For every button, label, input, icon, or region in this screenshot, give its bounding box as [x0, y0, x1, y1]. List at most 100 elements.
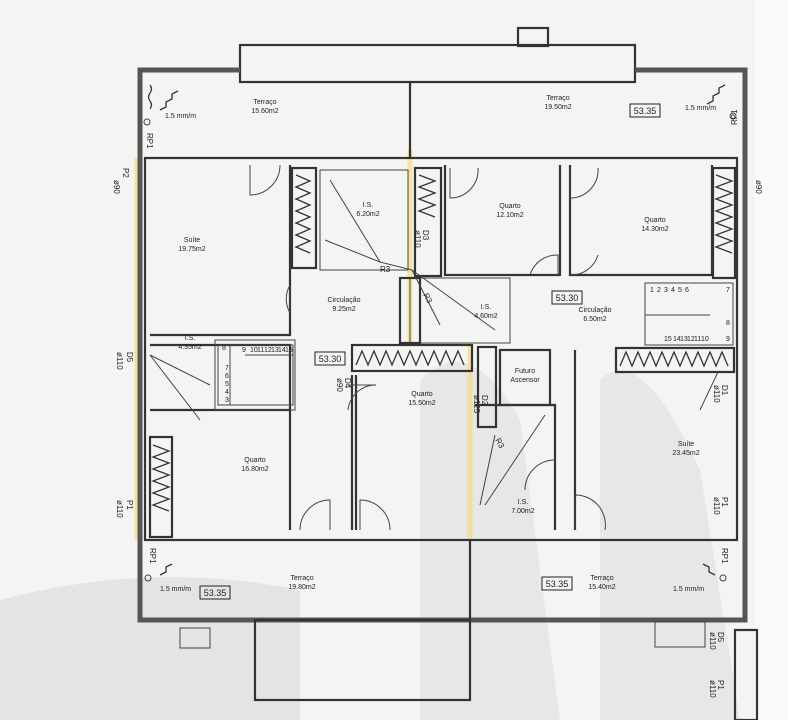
building-envelope — [143, 156, 739, 542]
svg-text:P1: P1 — [716, 680, 725, 690]
svg-text:1.5 mm/m: 1.5 mm/m — [685, 105, 716, 112]
svg-text:14: 14 — [673, 336, 681, 343]
svg-text:12: 12 — [687, 336, 695, 343]
pipe-labels: P2 ø90 RP1 RP1 RP1 RP1 D5 ø110 P1 ø110 D… — [112, 109, 763, 698]
level-tag: 53.30 — [556, 293, 579, 303]
room-area: 14.30m2 — [641, 226, 668, 233]
svg-text:ø110: ø110 — [115, 352, 124, 370]
room-name: I.S. — [185, 335, 196, 342]
room-name: Suíte — [184, 237, 200, 244]
room-area: 19.75m2 — [178, 246, 205, 253]
svg-text:3: 3 — [225, 397, 229, 404]
room-name: Terraço — [590, 575, 613, 582]
svg-text:15: 15 — [664, 336, 672, 343]
room-name: Quarto — [644, 217, 666, 224]
svg-text:D5: D5 — [125, 352, 134, 363]
svg-text:ø90: ø90 — [754, 180, 763, 194]
slope-notes: 1.5 mm/m 1.5 mm/m 1.5 mm/m 1.5 mm/m — [143, 84, 737, 593]
svg-text:ø125: ø125 — [472, 395, 481, 414]
room-area: 15.50m2 — [408, 400, 435, 407]
room-area: 15.60m2 — [251, 108, 278, 115]
svg-text:1: 1 — [650, 287, 654, 294]
shadow — [0, 577, 300, 720]
svg-text:RP1: RP1 — [720, 548, 729, 564]
room-name: I.S. — [518, 499, 529, 506]
stairs-left: 3 4 5 6 7 8 9 10 11 12 13 14 15 — [217, 344, 294, 406]
svg-text:8: 8 — [222, 345, 226, 352]
room-area: 16.80m2 — [241, 466, 268, 473]
level-tag: 53.35 — [546, 579, 569, 589]
svg-text:P2: P2 — [121, 168, 130, 178]
doors — [249, 164, 606, 531]
svg-text:RP1: RP1 — [730, 109, 739, 125]
svg-text:7: 7 — [726, 287, 730, 294]
svg-text:ø110: ø110 — [413, 230, 422, 248]
room-name: Circulação — [578, 307, 611, 314]
plumbing-lines — [149, 179, 719, 506]
room-area: 19.80m2 — [288, 584, 315, 591]
room-name: Quarto — [411, 391, 433, 398]
svg-text:1.5 mm/m: 1.5 mm/m — [673, 586, 704, 593]
room-name: Terraço — [546, 95, 569, 102]
svg-text:6: 6 — [685, 287, 689, 294]
svg-text:14: 14 — [278, 347, 286, 354]
svg-text:ø110: ø110 — [712, 385, 721, 403]
svg-text:12: 12 — [264, 347, 272, 354]
room-area: Ascensor — [510, 377, 540, 384]
svg-text:13: 13 — [271, 347, 279, 354]
svg-text:D1: D1 — [720, 385, 729, 396]
level-tag: 53.30 — [319, 354, 342, 364]
svg-text:2: 2 — [657, 287, 661, 294]
interior-walls — [148, 165, 737, 539]
svg-text:P1: P1 — [125, 500, 134, 510]
room-area: 9.25m2 — [332, 306, 355, 313]
svg-text:13: 13 — [680, 336, 688, 343]
svg-text:4: 4 — [671, 287, 675, 294]
roof-projection — [238, 43, 637, 84]
svg-text:ø110: ø110 — [115, 500, 124, 518]
room-name: Terraço — [253, 99, 276, 106]
svg-text:D4: D4 — [343, 378, 352, 389]
level-tags: 53.35 53.30 53.30 53.35 53.35 — [199, 103, 661, 600]
paper-edge — [755, 0, 788, 720]
svg-text:RP1: RP1 — [145, 133, 154, 149]
room-area: 19.50m2 — [544, 104, 571, 111]
svg-text:D5: D5 — [716, 632, 725, 643]
room-name: Quarto — [244, 457, 266, 464]
svg-text:8: 8 — [726, 320, 730, 327]
svg-text:ø90: ø90 — [112, 180, 121, 194]
room-area: 4.35m2 — [178, 344, 201, 351]
svg-text:5: 5 — [225, 381, 229, 388]
room-labels: Terraço 15.60m2 Terraço 19.50m2 Suíte 19… — [178, 95, 699, 591]
room-area: 6.20m2 — [356, 211, 379, 218]
svg-text:11: 11 — [257, 347, 264, 354]
room-area: 12.10m2 — [496, 212, 523, 219]
lower-projection — [253, 618, 472, 702]
svg-text:ø110: ø110 — [708, 632, 717, 650]
svg-text:ø110: ø110 — [708, 680, 717, 698]
svg-text:3: 3 — [664, 287, 668, 294]
room-name: Suíte — [678, 441, 694, 448]
svg-text:ø110: ø110 — [712, 497, 721, 515]
svg-text:6: 6 — [225, 373, 229, 380]
room-area: 6.50m2 — [583, 316, 606, 323]
svg-text:7: 7 — [225, 365, 229, 372]
svg-text:9: 9 — [726, 336, 730, 343]
room-name: I.S. — [363, 202, 374, 209]
svg-text:15: 15 — [285, 347, 293, 354]
room-area: 15.40m2 — [588, 584, 615, 591]
room-name: Quarto — [499, 203, 521, 210]
svg-text:4: 4 — [225, 389, 229, 396]
svg-text:R3: R3 — [380, 265, 391, 274]
room-name: I.S. — [481, 304, 492, 311]
svg-text:1.5 mm/m: 1.5 mm/m — [165, 113, 196, 120]
svg-text:1.5 mm/m: 1.5 mm/m — [160, 586, 191, 593]
room-name: Futuro — [515, 368, 535, 375]
stairs-right: 1 2 3 4 5 6 7 8 9 10 11 12 13 14 15 — [644, 282, 734, 346]
room-area: 23.45m2 — [672, 450, 699, 457]
svg-text:5: 5 — [678, 287, 682, 294]
svg-text:D3: D3 — [421, 230, 430, 241]
room-name: Circulação — [327, 297, 360, 304]
svg-text:D2: D2 — [480, 395, 489, 406]
